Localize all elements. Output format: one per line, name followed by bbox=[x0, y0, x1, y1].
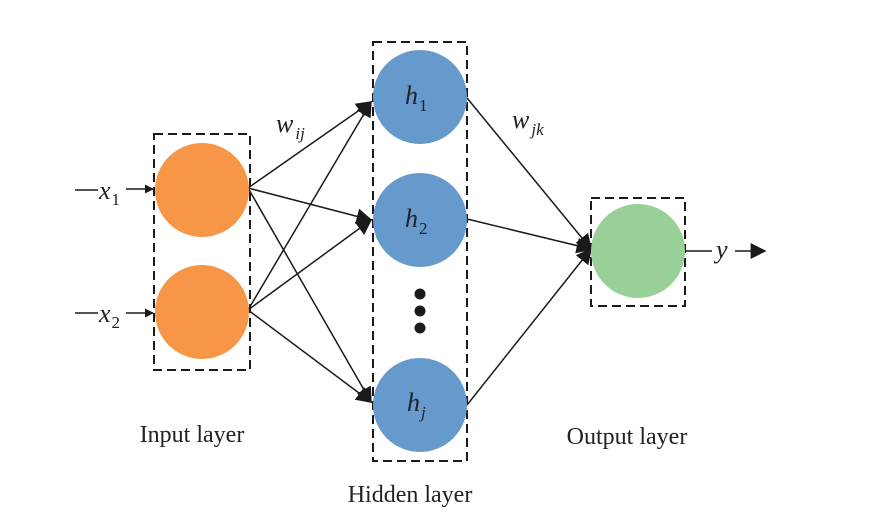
input-layer-label: Input layer bbox=[140, 422, 245, 448]
ellipsis-dot bbox=[414, 305, 426, 317]
hidden-label-h2: h2 bbox=[405, 204, 428, 238]
hidden-subscript: 1 bbox=[419, 96, 428, 115]
weight-symbol: w bbox=[276, 109, 294, 138]
input-label-x2: x2 bbox=[98, 299, 120, 332]
input-node-x2 bbox=[155, 265, 249, 359]
connection-x1-hj bbox=[247, 187, 372, 404]
output-node-y bbox=[591, 204, 685, 298]
hidden-node-h2 bbox=[373, 173, 467, 267]
input-symbol: x bbox=[98, 299, 111, 328]
hidden-label-hj: hj bbox=[407, 388, 426, 422]
hidden-symbol: h bbox=[405, 204, 418, 233]
hidden-node-hj bbox=[373, 358, 467, 452]
input-subscript: 1 bbox=[112, 190, 121, 209]
hidden-label-h1: h1 bbox=[405, 81, 428, 115]
input-node-x1 bbox=[155, 143, 249, 237]
hidden-layer-label: Hidden layer bbox=[348, 482, 473, 508]
connection-x2-h1 bbox=[247, 100, 372, 311]
weight-subscript: ij bbox=[295, 124, 305, 143]
hidden-symbol: h bbox=[405, 81, 418, 110]
connection-h1-y bbox=[466, 97, 593, 251]
hidden-subscript: 2 bbox=[419, 219, 428, 238]
hidden-symbol: h bbox=[407, 388, 420, 417]
input-layer-box bbox=[153, 133, 251, 371]
connection-x1-h2 bbox=[247, 187, 373, 225]
hidden-layer-box bbox=[372, 41, 468, 462]
ellipsis-dot bbox=[414, 288, 426, 300]
connection-h2-y bbox=[466, 218, 593, 254]
ellipsis-dot bbox=[414, 322, 426, 334]
hidden-subscript: j bbox=[419, 403, 426, 422]
weight-symbol: w bbox=[512, 105, 530, 134]
connection-x1-h1 bbox=[247, 101, 373, 189]
hidden-node-h1 bbox=[373, 50, 467, 144]
output-label-y: y bbox=[713, 235, 728, 264]
connection-hj-y bbox=[466, 247, 592, 406]
connection-x2-h2 bbox=[247, 219, 373, 311]
input-symbol: x bbox=[98, 176, 111, 205]
connection-x2-hj bbox=[247, 309, 373, 403]
weight-subscript: jk bbox=[529, 120, 544, 139]
output-layer-label: Output layer bbox=[567, 424, 688, 450]
input-label-x1: x1 bbox=[98, 176, 120, 209]
input-subscript: 2 bbox=[112, 313, 121, 332]
